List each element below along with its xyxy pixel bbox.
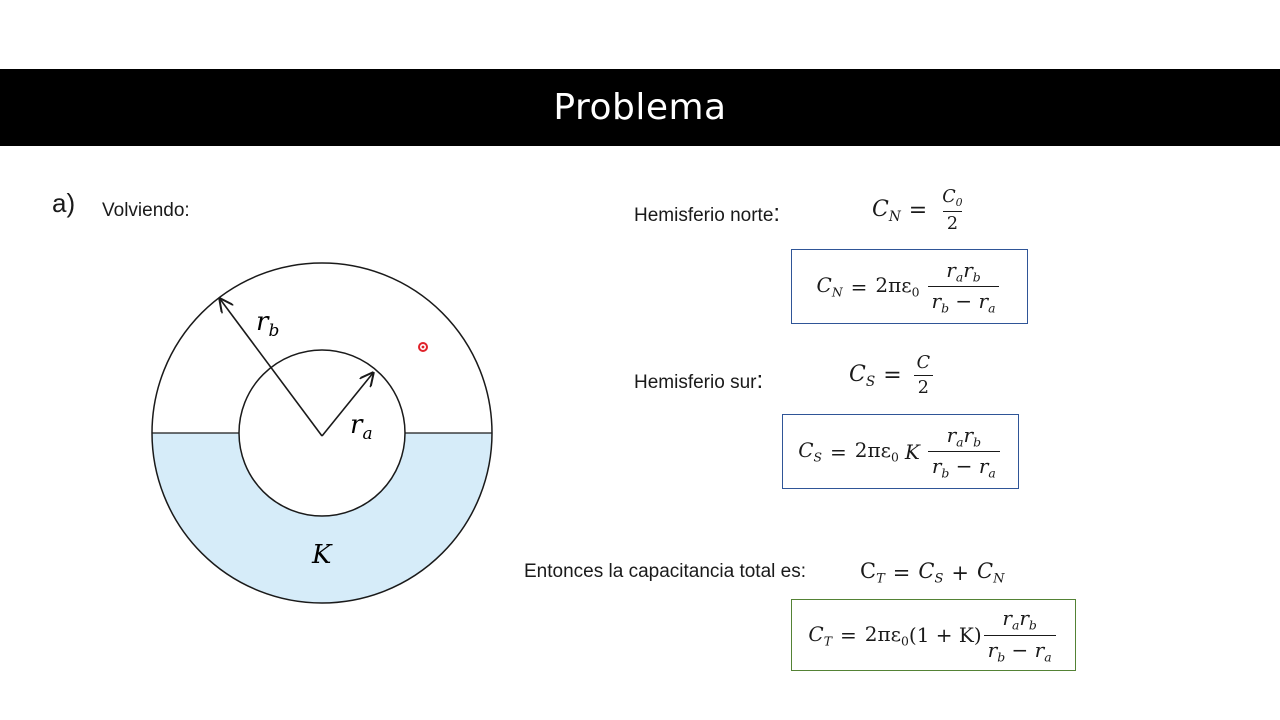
total-label: Entonces la capacitancia total es: xyxy=(524,561,807,582)
total-sum: CT = CS + CN xyxy=(860,559,1005,587)
south-ratio: CS = C 2 xyxy=(849,353,937,398)
k-label: K xyxy=(311,540,333,570)
south-label: Hemisferio sur: xyxy=(634,367,764,394)
ra-label: ra xyxy=(350,410,373,444)
north-formula-box: CN = 2πε0 rarb rb − ra xyxy=(791,249,1028,324)
slide-title: Problema xyxy=(553,87,727,128)
rb-arrow xyxy=(220,299,323,437)
north-label: Hemisferio norte: xyxy=(634,200,781,227)
ra-arrow xyxy=(321,373,373,437)
north-ratio: CN = C0 2 xyxy=(872,187,963,234)
laser-pointer xyxy=(418,342,428,352)
dielectric-region xyxy=(152,433,492,603)
capacitor-diagram: rb ra K xyxy=(151,262,493,604)
rb-label: rb xyxy=(256,307,279,341)
laser-pointer-dot xyxy=(421,345,425,349)
inner-sphere xyxy=(238,349,406,517)
south-formula-box: CS = 2πε0 K rarb rb − ra xyxy=(782,414,1019,489)
part-label: a) xyxy=(52,188,76,218)
title-bar: Problema xyxy=(0,69,1280,146)
total-formula-box: CT = 2πε0 (1 + K) rarb rb − ra xyxy=(791,599,1076,671)
intro-text: Volviendo: xyxy=(102,200,190,221)
